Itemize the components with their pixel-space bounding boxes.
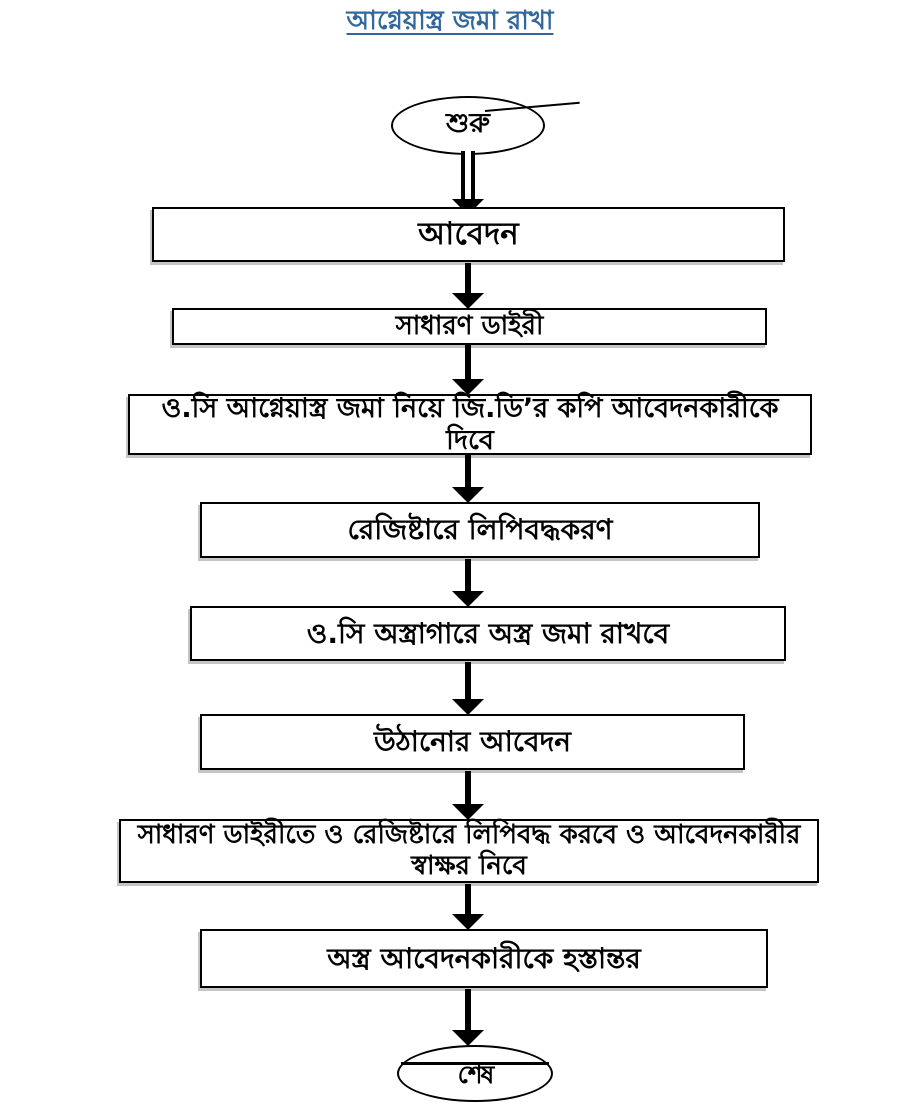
flow-arrow-3 (450, 345, 486, 395)
stray-stroke-artifact (484, 101, 580, 112)
arrow-shaft (465, 345, 471, 379)
flow-arrow-9 (450, 989, 486, 1046)
arrow-head-icon (452, 804, 484, 820)
start-node-label: শুরু (446, 108, 490, 139)
step-label: উঠানোর আবেদন (373, 725, 572, 759)
end-node: শেষ (397, 1045, 553, 1102)
page-title: আগ্নেয়াস্ত্র জমা রাখা (346, 6, 554, 36)
start-node: শুরু (391, 96, 580, 155)
flow-arrow-2 (450, 263, 486, 309)
flow-arrow-5 (450, 559, 486, 607)
step-box-armory-deposit: ও.সি অস্ত্রাগারে অস্ত্র জমা রাখবে (190, 606, 786, 661)
arrow-shaft (465, 662, 471, 699)
arrow-head-icon (452, 1030, 484, 1046)
step-box-general-diary: সাধারণ ডাইরী (172, 308, 767, 345)
arrow-head-icon (452, 914, 484, 930)
step-label: অস্ত্র আবেদনকারীকে হস্তান্তর (327, 941, 641, 975)
step-label: সাধারণ ডাইরীতে ও রেজিষ্টারে লিপিবদ্ধ করব… (137, 820, 801, 881)
arrow-shaft (465, 559, 471, 591)
arrow-shaft (465, 771, 471, 804)
arrow-head-icon (452, 699, 484, 715)
step-box-register-entry: রেজিষ্টারে লিপিবদ্ধকরণ (200, 502, 760, 558)
step-box-diary-register-signature: সাধারণ ডাইরীতে ও রেজিষ্টারে লিপিবদ্ধ করব… (119, 819, 819, 883)
arrow-head-icon (452, 591, 484, 607)
step-label: রেজিষ্টারে লিপিবদ্ধকরণ (347, 513, 613, 547)
arrow-shaft (465, 263, 471, 293)
step-box-oc-gd-copy: ও.সি আগ্নেয়াস্ত্র জমা নিয়ে জি.ডি’র কপি… (128, 392, 812, 456)
step-label: আবেদন (418, 216, 519, 253)
step-box-handover: অস্ত্র আবেদনকারীকে হস্তান্তর (200, 929, 768, 988)
arrow-shaft (461, 151, 475, 199)
matra-line-artifact (401, 1062, 549, 1065)
arrow-head-icon (452, 293, 484, 309)
arrow-shaft (465, 455, 471, 487)
flow-arrow-6 (450, 662, 486, 715)
step-label: সাধারণ ডাইরী (395, 311, 544, 342)
arrow-shaft (465, 884, 471, 914)
arrow-head-icon (452, 487, 484, 503)
arrow-shaft (465, 989, 471, 1030)
step-box-withdrawal-application: উঠানোর আবেদন (200, 714, 745, 770)
flow-arrow-4 (450, 455, 486, 503)
step-label: ও.সি অস্ত্রাগারে অস্ত্র জমা রাখবে (306, 616, 670, 650)
arrow-head-icon (452, 379, 484, 395)
flow-arrow-8 (450, 884, 486, 930)
flow-arrow-1 (450, 151, 486, 215)
step-label: ও.সি আগ্নেয়াস্ত্র জমা নিয়ে জি.ডি’র কপি… (161, 392, 779, 456)
flow-arrow-7 (450, 771, 486, 820)
step-box-application: আবেদন (152, 207, 785, 262)
